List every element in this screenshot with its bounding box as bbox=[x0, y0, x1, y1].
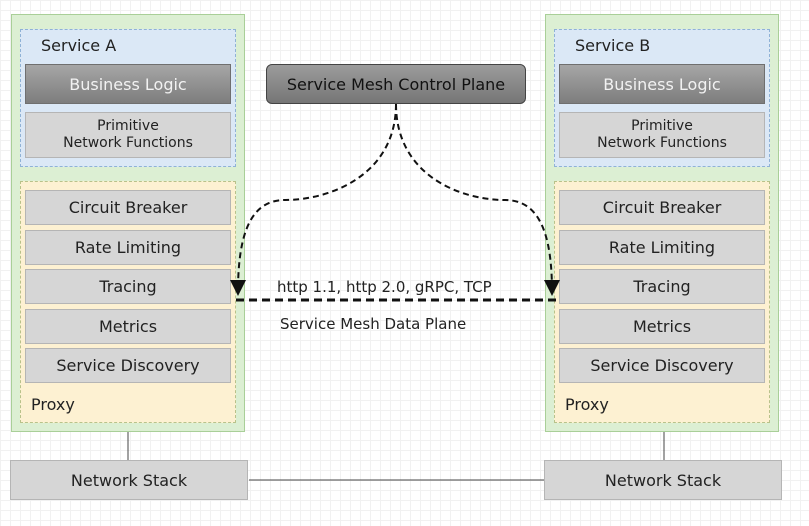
service-a-rate-limiting: Rate Limiting bbox=[25, 230, 231, 265]
network-stack-left: Network Stack bbox=[10, 460, 248, 500]
service-b-proxy-label: Proxy bbox=[565, 395, 609, 414]
protocols-label: http 1.1, http 2.0, gRPC, TCP bbox=[277, 278, 492, 296]
service-b-primitive-network-functions: Primitive Network Functions bbox=[559, 112, 765, 158]
service-b-tracing: Tracing bbox=[559, 269, 765, 304]
service-b-business-logic: Business Logic bbox=[559, 64, 765, 104]
network-stack-right: Network Stack bbox=[544, 460, 782, 500]
service-a-proxy: Circuit Breaker Rate Limiting Tracing Me… bbox=[20, 181, 236, 423]
service-a-proxy-label: Proxy bbox=[31, 395, 75, 414]
service-b-metrics: Metrics bbox=[559, 309, 765, 344]
service-b-title: Service B bbox=[575, 36, 651, 55]
service-a-primitive-line2: Network Functions bbox=[63, 135, 193, 151]
service-b-circuit-breaker: Circuit Breaker bbox=[559, 190, 765, 225]
service-a-primitive-network-functions: Primitive Network Functions bbox=[25, 112, 231, 158]
service-a-primitive-line1: Primitive bbox=[97, 118, 159, 134]
control-to-proxy-a-path bbox=[230, 103, 397, 296]
service-b-proxy: Circuit Breaker Rate Limiting Tracing Me… bbox=[554, 181, 770, 423]
service-b-service-discovery: Service Discovery bbox=[559, 348, 765, 383]
control-to-proxy-b-path bbox=[395, 103, 560, 296]
service-a-service-discovery: Service Discovery bbox=[25, 348, 231, 383]
service-b-container: Service B Business Logic Primitive Netwo… bbox=[545, 14, 779, 432]
service-b-primitive-line2: Network Functions bbox=[597, 135, 727, 151]
service-a-business-logic: Business Logic bbox=[25, 64, 231, 104]
data-plane-label: Service Mesh Data Plane bbox=[280, 315, 467, 333]
service-a-title: Service A bbox=[41, 36, 117, 55]
service-a-circuit-breaker: Circuit Breaker bbox=[25, 190, 231, 225]
service-a-metrics: Metrics bbox=[25, 309, 231, 344]
service-b-app-area: Service B Business Logic Primitive Netwo… bbox=[554, 29, 770, 167]
service-a-app-area: Service A Business Logic Primitive Netwo… bbox=[20, 29, 236, 167]
service-b-rate-limiting: Rate Limiting bbox=[559, 230, 765, 265]
service-b-primitive-line1: Primitive bbox=[631, 118, 693, 134]
control-plane-box: Service Mesh Control Plane bbox=[266, 64, 526, 104]
service-a-container: Service A Business Logic Primitive Netwo… bbox=[11, 14, 245, 432]
